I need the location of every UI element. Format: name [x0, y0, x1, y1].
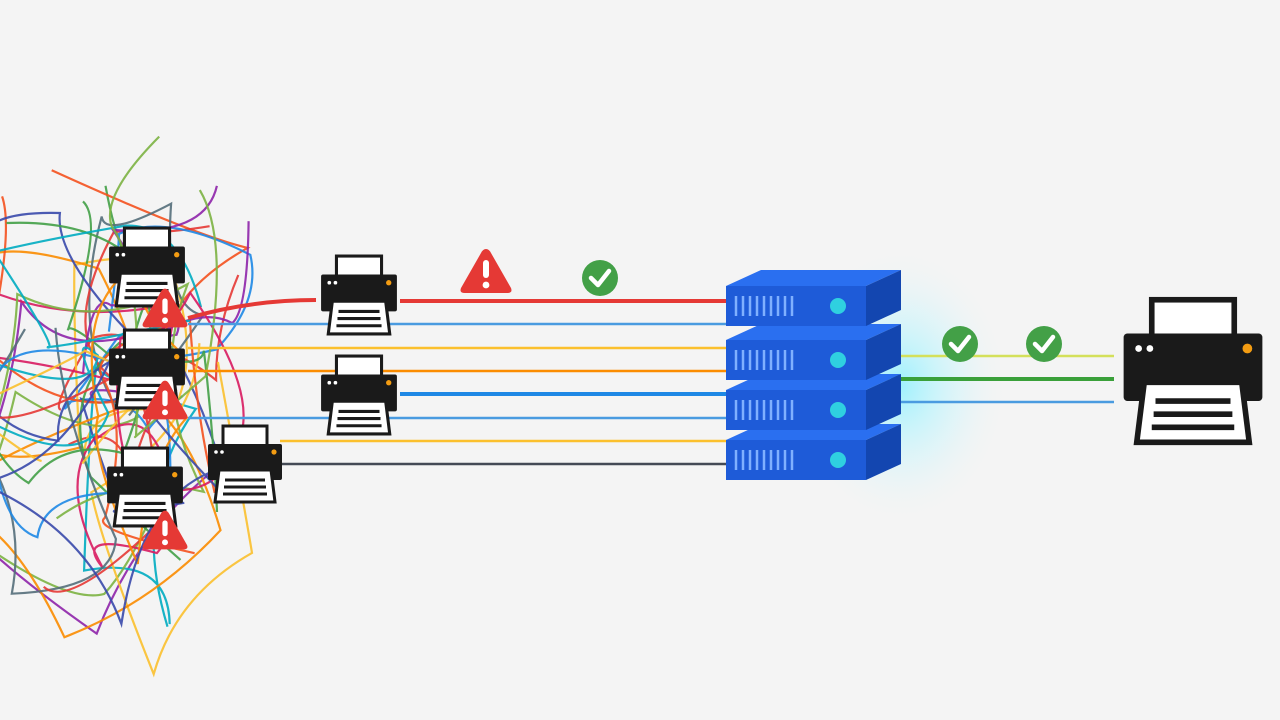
printer-icon[interactable]: [319, 254, 399, 336]
cable-line: [187, 298, 317, 320]
tangled-cable: [90, 343, 254, 678]
printer-icon[interactable]: [319, 354, 399, 436]
check-circle-icon: [942, 326, 978, 362]
server-stack-icon[interactable]: [726, 268, 903, 482]
check-circle-icon: [1026, 326, 1062, 362]
printer-icon[interactable]: [206, 424, 284, 504]
server-unit: [726, 424, 903, 482]
server-unit: [726, 324, 903, 382]
tangled-cable: [108, 135, 218, 439]
tangled-cable: [0, 327, 118, 595]
check-circle-icon: [582, 260, 618, 296]
server-unit: [726, 374, 903, 432]
warning-icon: [460, 249, 512, 293]
tangled-cable: [0, 349, 172, 539]
tangled-cable: [88, 201, 206, 417]
printer-icon[interactable]: [105, 446, 185, 528]
tangled-cable: [0, 346, 110, 447]
tangled-cable: [0, 298, 216, 636]
tangled-cable: [0, 221, 152, 485]
server-unit: [726, 268, 903, 328]
cables-to-server: [187, 298, 740, 466]
printer-icon[interactable]: [1124, 300, 1263, 443]
tangled-cable: [0, 390, 171, 597]
